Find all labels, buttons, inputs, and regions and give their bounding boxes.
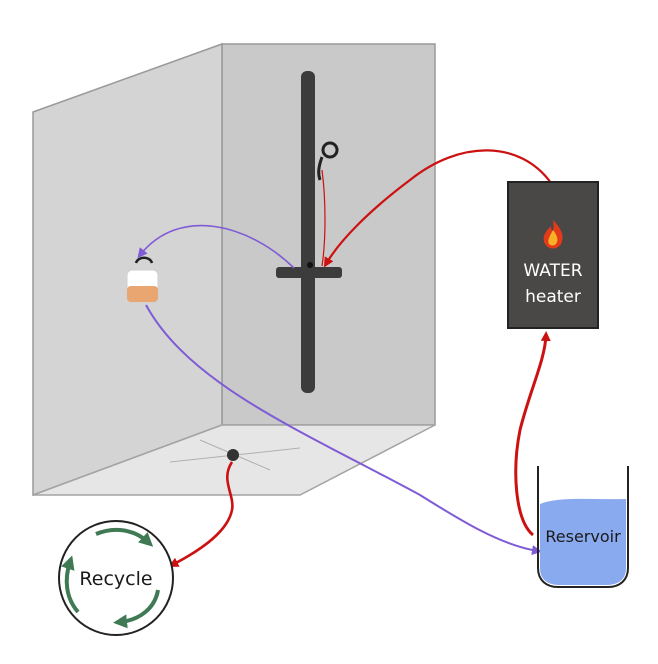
purple-line-bottle-to-reservoir	[145, 304, 542, 555]
heater-label-line1: WATER	[523, 261, 582, 281]
flame-icon	[543, 220, 563, 249]
reservoir-water	[540, 498, 626, 585]
recycle-circle	[58, 520, 174, 636]
red-line-reservoir-to-heater	[514, 331, 551, 537]
red-line-heater-to-mixer	[323, 149, 552, 268]
shower-head	[321, 141, 339, 159]
shower-rail	[301, 71, 315, 393]
recycle-label: Recycle	[79, 568, 152, 590]
reservoir-label: Reservoir	[545, 527, 621, 546]
red-line-drain-to-recycle	[168, 461, 234, 567]
shower-back-wall	[221, 43, 436, 426]
water-heater: WATER heater	[507, 181, 599, 329]
mixer-bar	[276, 267, 342, 278]
mixer-knob	[307, 262, 313, 268]
shower-cubicle	[32, 42, 436, 497]
shower-hose	[317, 156, 324, 181]
water-heater-body	[507, 181, 599, 329]
reservoir: Reservoir	[537, 466, 629, 588]
reservoir-vessel	[537, 466, 629, 588]
recycle-symbol: Recycle	[58, 520, 174, 636]
floor-drain	[227, 449, 239, 461]
recycle-arrows-icon	[61, 527, 160, 629]
shower-fixture	[276, 71, 342, 393]
purple-line-mixer-to-bottle	[137, 224, 295, 269]
heater-label-line2: heater	[525, 287, 581, 307]
shower-side-wall	[32, 42, 223, 497]
